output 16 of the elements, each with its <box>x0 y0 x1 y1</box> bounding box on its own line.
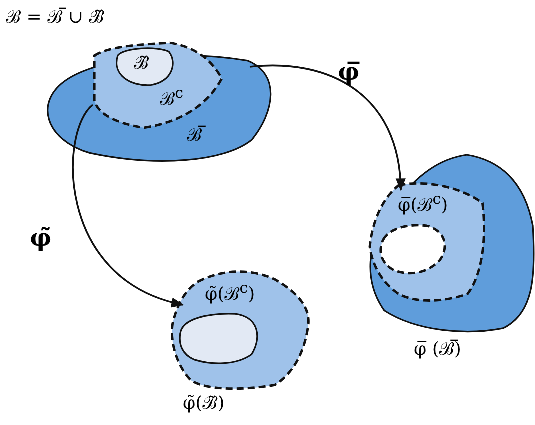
region-blob <box>115 48 175 86</box>
dashed-region <box>170 270 310 390</box>
edge-label: φ̅ <box>338 56 360 88</box>
dashed-region <box>370 182 485 300</box>
edge-label: φ̃ <box>30 222 52 254</box>
curved-arrow <box>72 104 184 307</box>
math-label: ℬ$^{c}$ <box>160 84 184 112</box>
equation-label: ℬ = ℬ̅ ∪ ℬ̃ <box>6 6 104 30</box>
curved-arrow <box>250 64 406 192</box>
empty-region <box>178 313 260 365</box>
math-label: φ̅ (ℬ̅) <box>414 338 462 362</box>
math-label: φ̅(ℬ$^{c}$) <box>398 190 448 218</box>
math-label: ℬ̃ <box>134 52 150 76</box>
math-label: φ̃(ℬ̃) <box>183 392 225 416</box>
empty-region <box>380 225 447 275</box>
math-label: φ̃(ℬ$^{c}$) <box>205 279 256 306</box>
